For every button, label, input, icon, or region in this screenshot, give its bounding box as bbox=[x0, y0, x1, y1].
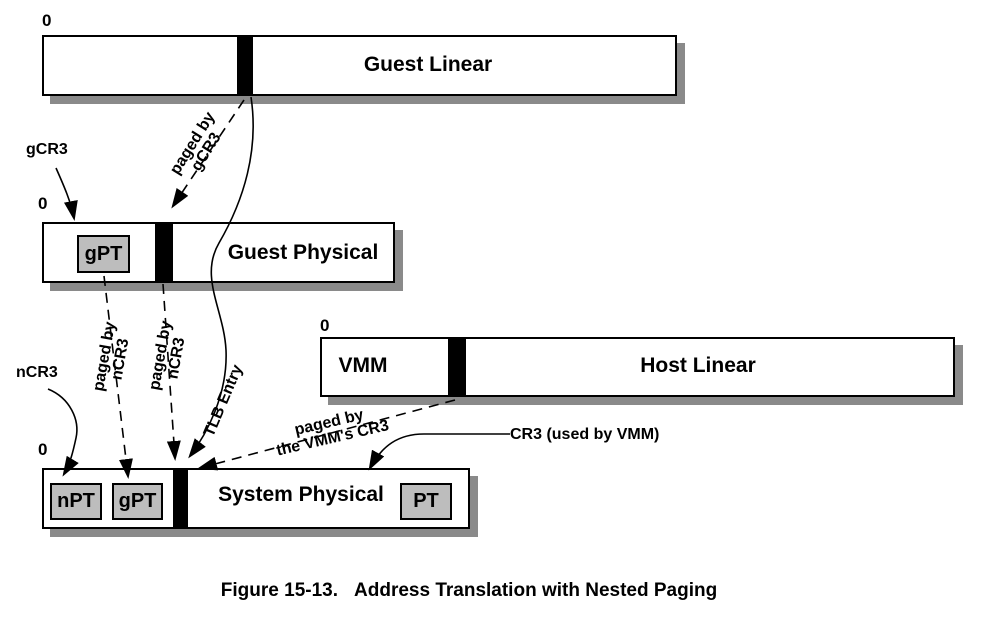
figure-caption-title: Address Translation with Nested Paging bbox=[354, 580, 718, 601]
vmm-label: VMM bbox=[338, 354, 388, 377]
paged-by-ncr3-right-arrow bbox=[162, 283, 181, 461]
host-linear-address-tick bbox=[448, 339, 466, 395]
host-linear-label: Host Linear bbox=[640, 354, 756, 377]
cr3-vmm-leader-arrow bbox=[368, 433, 510, 471]
system-physical-origin: 0 bbox=[38, 440, 48, 459]
gcr3-pointer-label: gCR3 bbox=[26, 141, 68, 158]
cr3-vmm-pointer-label: CR3 (used by VMM) bbox=[510, 426, 660, 443]
figure-caption-number: Figure 15-13. bbox=[220, 580, 339, 601]
guest-linear-bar bbox=[42, 35, 677, 96]
guest-page-table-system-box: gPT bbox=[112, 483, 163, 520]
system-physical-address-tick bbox=[173, 470, 188, 527]
gcr3-arrow bbox=[55, 167, 78, 221]
guest-physical-label: Guest Physical bbox=[227, 241, 379, 264]
paged-by-gcr3-arrow bbox=[171, 99, 245, 209]
guest-page-table-label: gPT bbox=[84, 242, 123, 265]
guest-linear-address-tick bbox=[237, 37, 253, 94]
host-page-table-label: PT bbox=[413, 490, 439, 512]
ncr3-arrow bbox=[47, 388, 79, 477]
guest-physical-origin: 0 bbox=[38, 194, 48, 213]
figure-caption: Figure 15-13. Address Translation with Ne… bbox=[221, 580, 717, 602]
tlb-entry-line bbox=[188, 96, 254, 459]
nested-page-table-label: nPT bbox=[57, 490, 95, 512]
guest-physical-address-tick bbox=[155, 224, 173, 281]
paged-by-vmm-cr3-arrow bbox=[197, 399, 456, 471]
ncr3-pointer-label: nCR3 bbox=[16, 364, 58, 381]
guest-linear-origin: 0 bbox=[42, 11, 52, 30]
host-page-table-box: PT bbox=[400, 483, 452, 520]
system-physical-label: System Physical bbox=[218, 483, 384, 506]
nested-page-table-box: nPT bbox=[50, 483, 102, 520]
guest-page-table-system-label: gPT bbox=[118, 490, 157, 512]
guest-linear-label: Guest Linear bbox=[363, 53, 493, 76]
host-linear-bar bbox=[320, 337, 955, 397]
host-linear-origin: 0 bbox=[320, 316, 330, 335]
guest-page-table-box: gPT bbox=[77, 235, 130, 273]
